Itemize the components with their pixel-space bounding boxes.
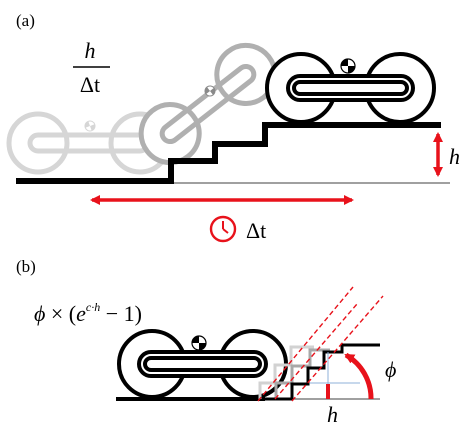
slope-line-lower [257,286,354,402]
panel-a-label: (a) [16,11,35,30]
center-of-mass-icon [204,85,216,97]
clock-icon [209,215,237,243]
panel-a: (a) h Δt [6,11,460,243]
formula-tail: − 1) [100,301,142,326]
center-of-mass-icon [340,58,356,74]
formula-exponent: c·h [86,300,100,314]
height-label-a: h [449,144,460,169]
angle-label: ϕ [385,357,396,382]
formula-e: e [76,301,86,326]
center-of-mass-icon [84,120,96,132]
panel-b-label: (b) [16,257,36,276]
robot-main-b [117,329,288,399]
center-of-mass-icon [191,335,207,351]
ghost-robot-middle [138,42,278,166]
panel-b: (b) ϕ × (ec·h − 1) [16,257,396,425]
angle-arc [344,352,374,400]
ghost-staircase-light [258,345,314,399]
slope-line-middle [274,303,358,400]
robot-main-a [265,52,436,124]
staircase-b [265,343,380,401]
formula: ϕ × (ec·h − 1) [34,300,142,326]
height-label-b: h [327,402,338,425]
formula-phi: ϕ [34,301,45,326]
time-label: Δt [246,218,266,243]
staircase-a [16,122,441,184]
ghost-staircase-mid [274,348,330,399]
fraction-denominator: Δt [80,72,100,97]
slope-line-upper [291,295,384,402]
fraction-numerator: h [85,38,96,63]
formula-times: × ( [45,301,76,326]
